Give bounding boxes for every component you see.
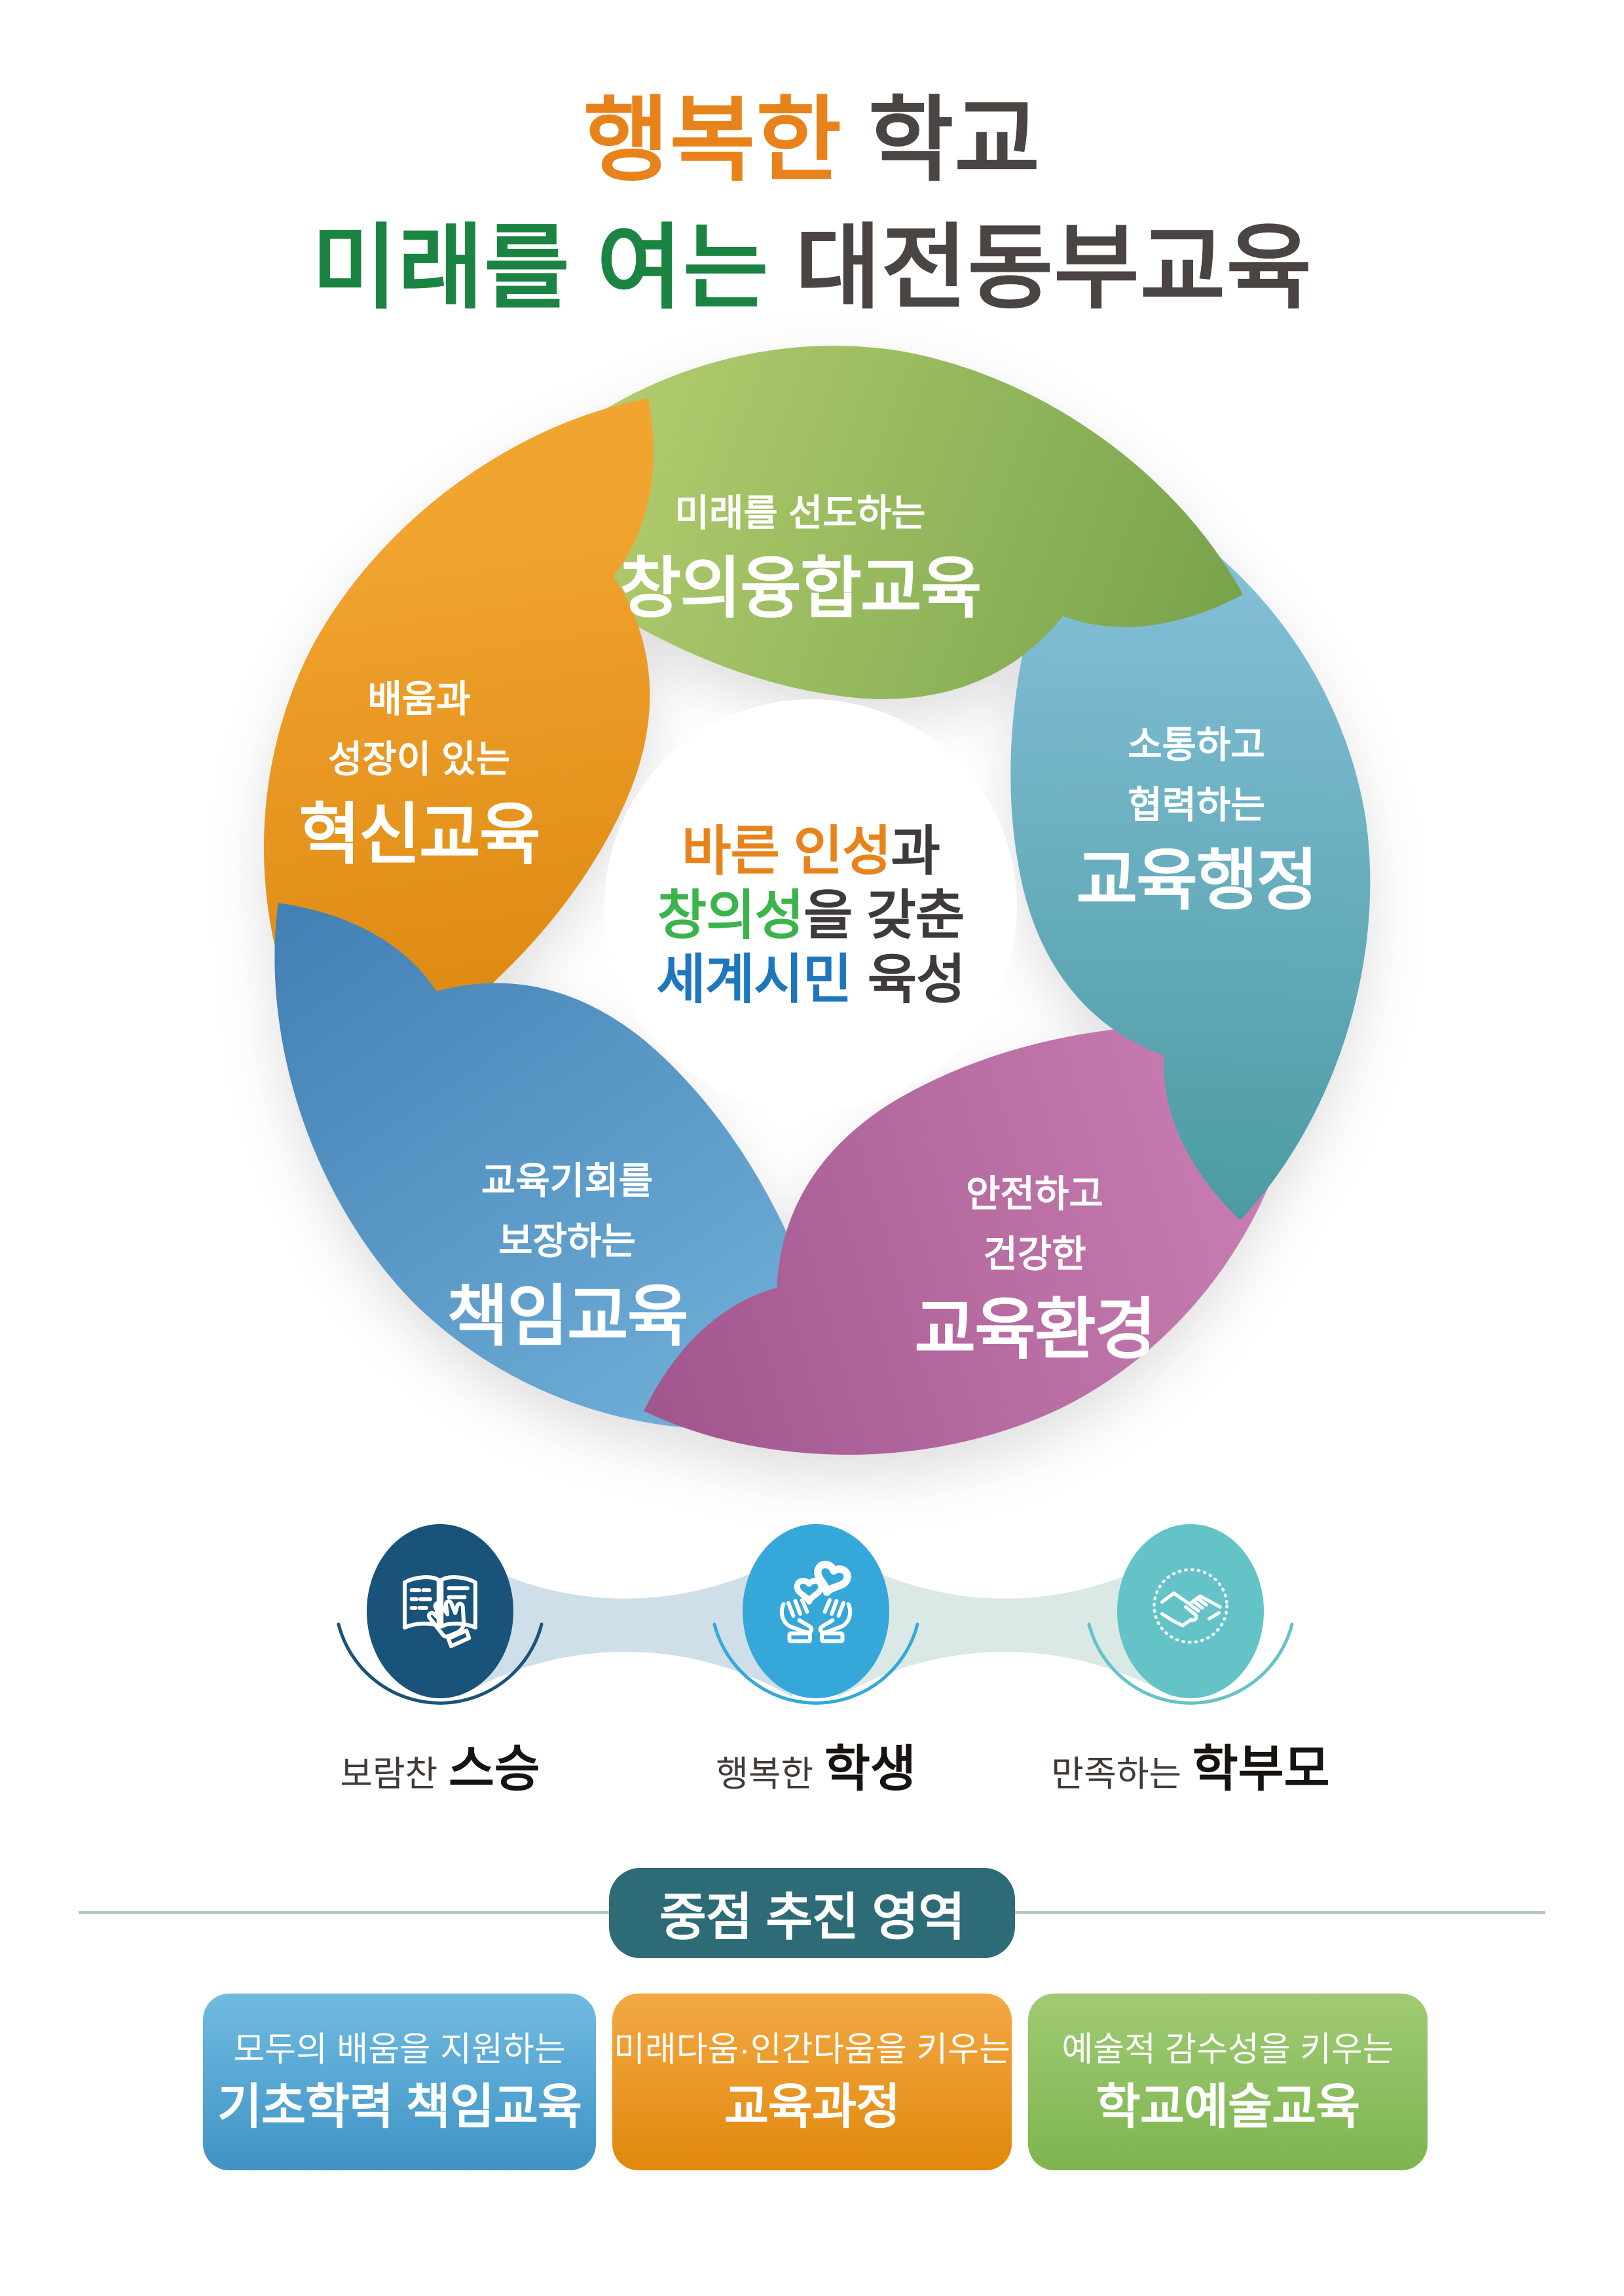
pinwheel-center-disc [604,699,1017,1112]
teacher-label-strong: 스승 [448,1741,540,1797]
hands-holding-hearts-icon [779,1560,853,1643]
petal-bottom-right-subtitle-2: 건강한 [983,1233,1086,1275]
title-rest-1: 학교 [868,88,1041,192]
petal-bottom-right-title: 교육환경 [914,1292,1156,1367]
title-accent-1: 행복한 [583,88,842,192]
mission-lead-1: 바른 인성 [682,822,892,881]
focus-box-basic-education: 모두의 배움을 지원하는 기초학력 책임교육 [203,1994,596,2170]
mission-line-1: 바른 인성과 [656,820,965,884]
focus-box-1-line-1: 모두의 배움을 지원하는 [233,2031,566,2069]
focus-box-3-line-2: 학교예술교육 [1096,2079,1360,2134]
focus-section-badge: 중점 추진 영역 [609,1868,1015,1958]
teacher-arc [337,1622,544,1705]
parent-label: 만족하는 학부모 [961,1728,1420,1800]
teacher-label-regular: 보람찬 [340,1755,438,1794]
petal-bottom-left-subtitle-2: 보장하는 [498,1220,636,1262]
petal-right-subtitle-1: 소통하고 [1128,724,1265,766]
parent-label-strong: 학부모 [1192,1741,1330,1797]
petal-bottom-right-subtitle-1: 안전하고 [966,1173,1103,1215]
focus-badge-label: 중점 추진 영역 [659,1888,965,1946]
petal-left-subtitle-1: 배움과 [367,678,471,720]
petal-left-text: 배움과 성장이 있는 혁신교육 [299,669,540,873]
mission-lead-2: 창의성 [657,886,804,945]
mission-rest-3: 육성 [867,950,966,1010]
student-label-regular: 행복한 [716,1755,814,1794]
petal-bottom-left-title: 책임교육 [447,1279,688,1354]
petal-right-subtitle-2: 협력하는 [1128,784,1265,826]
mission-rest-1: 과 [891,822,940,881]
focus-box-1-line-2: 기초학력 책임교육 [217,2079,582,2134]
pinwheel-diagram [132,321,1477,1635]
petal-bottom-right-text: 안전하고 건강한 교육환경 [914,1164,1156,1368]
mission-rest-2: 을 갖춘 [803,886,965,945]
petal-left-title: 혁신교육 [299,797,540,872]
student-circle [743,1524,889,1698]
petal-right-title: 교육행정 [1076,843,1318,918]
focus-box-3-line-1: 예술적 감수성을 키우는 [1061,2031,1394,2069]
student-label: 행복한 학생 [587,1728,1045,1800]
student-label-strong: 학생 [824,1741,916,1797]
mission-line-2: 창의성을 갖춘 [656,884,965,948]
book-reading-hand-icon [403,1575,477,1649]
focus-box-2-line-1: 미래다움·인간다움을 키우는 [614,2031,1010,2069]
title-accent-2: 미래를 여는 [311,216,769,320]
focus-box-curriculum: 미래다움·인간다움을 키우는 교육과정 [612,1994,1012,2170]
title-rest-2: 대전동부교육 [795,216,1313,320]
focus-box-2-line-2: 교육과정 [724,2079,900,2134]
parent-label-regular: 만족하는 [1051,1755,1182,1794]
petal-bottom-left-subtitle-1: 교육기회를 [481,1160,654,1202]
mission-lead-3: 세계시민 [656,950,852,1010]
focus-box-school-arts: 예술적 감수성을 키우는 학교예술교육 [1028,1994,1428,2170]
petal-top-title: 창의융합교육 [619,551,982,626]
petal-right-text: 소통하고 협력하는 교육행정 [1076,715,1318,919]
outcomes-diagram [337,1524,1294,1705]
parent-arc [1087,1622,1294,1705]
petal-bottom-left-text: 교육기회를 보장하는 책임교육 [447,1151,688,1355]
petal-top-text: 미래를 선도하는 창의융합교육 [619,483,982,627]
petal-left-subtitle-2: 성장이 있는 [327,738,511,780]
connector-student-parent [838,1553,1172,1697]
student-arc [712,1622,919,1705]
teacher-label: 보람찬 스승 [211,1728,669,1800]
petal-top-subtitle: 미래를 선도하는 [674,492,926,534]
handshake-icon [1153,1568,1228,1644]
connector-teacher-student [458,1553,792,1697]
